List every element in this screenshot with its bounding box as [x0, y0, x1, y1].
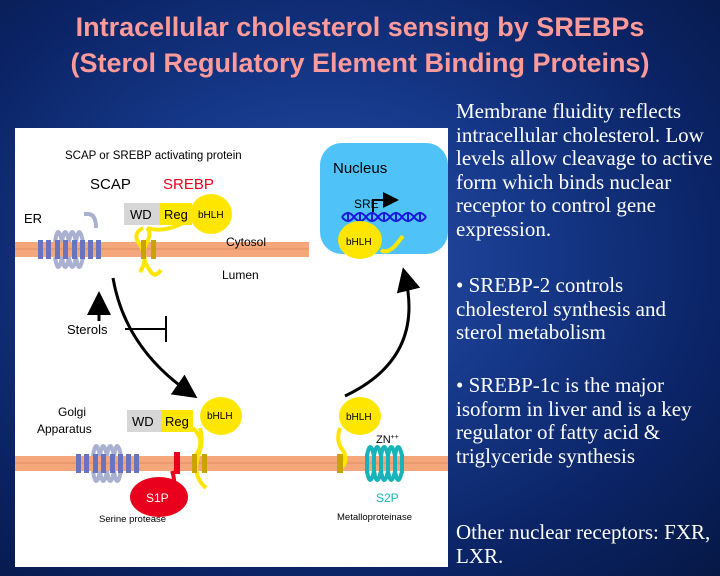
scap-transmembrane-er	[38, 240, 101, 259]
srebp-pathway-diagram: SCAP or SREBP activating protein SCAP SR…	[15, 143, 448, 525]
label-scap: SCAP	[90, 176, 131, 193]
srebp-transmembrane-er	[141, 240, 146, 259]
label-bhlh-er: bHLH	[198, 210, 224, 221]
label-zn: ZN++	[376, 434, 399, 446]
label-wd-er: WD	[130, 207, 152, 222]
scap-protein-golgi	[91, 444, 123, 483]
sre-dna-strands	[341, 212, 427, 222]
label-reg-golgi: Reg	[165, 414, 189, 429]
label-golgi-2: Apparatus	[37, 422, 92, 436]
label-serine-protease: Serine protease	[99, 514, 166, 525]
sidebar-paragraph-membrane: Membrane fluidity reflects intracellular…	[456, 99, 713, 241]
bhlh-domain-nucleus	[338, 221, 382, 259]
sidebar-paragraph-srebp1c: • SREBP-1c is the major isoform in liver…	[456, 373, 692, 468]
label-lumen: Lumen	[222, 268, 259, 282]
label-reg-er: Reg	[164, 207, 188, 222]
arrow-golgi-to-nucleus	[344, 267, 421, 398]
label-golgi-1: Golgi	[58, 405, 86, 419]
label-s1p: S1P	[146, 491, 169, 505]
label-s2p: S2P	[376, 491, 399, 505]
s1p-domain	[130, 477, 188, 517]
label-metalloproteinase: Metalloproteinase	[337, 512, 412, 523]
s2p-protein	[365, 445, 404, 482]
s2p-transmembrane	[365, 454, 404, 473]
sidebar-paragraph-other-receptors: Other nuclear receptors: FXR, LXR.	[456, 520, 711, 568]
sidebar-paragraph-srebp2: • SREBP-2 controls cholesterol synthesis…	[456, 273, 666, 344]
label-cytosol: Cytosol	[226, 235, 266, 249]
scap-protein-er	[53, 212, 98, 269]
label-bhlh-golgi-right: bHLH	[346, 412, 372, 423]
caption-scap-srebp: SCAP or SREBP activating protein	[65, 150, 242, 162]
label-nucleus: Nucleus	[333, 160, 387, 177]
page-title-line-2: (Sterol Regulatory Element Binding Prote…	[70, 48, 650, 78]
scap-transmembrane-golgi	[76, 454, 139, 473]
label-bhlh-nucleus: bHLH	[346, 237, 372, 248]
diagram-panel: SCAP or SREBP activating protein SCAP SR…	[15, 128, 448, 567]
label-er: ER	[24, 211, 42, 226]
arrow-er-to-golgi	[111, 277, 198, 399]
label-bhlh-golgi: bHLH	[207, 411, 233, 422]
page-title-line-1: Intracellular cholesterol sensing by SRE…	[75, 12, 645, 42]
label-srebp: SREBP	[163, 176, 214, 193]
bhlh-domain-golgi	[200, 397, 242, 435]
label-sterols: Sterols	[67, 322, 108, 337]
bhlh-domain-golgi-right	[339, 397, 381, 435]
bhlh-domain-er	[190, 194, 232, 234]
transcription-arrow-nucleus	[372, 192, 399, 212]
srebp-protein-golgi	[191, 426, 208, 490]
label-wd-golgi: WD	[132, 414, 154, 429]
label-sre: SRE	[354, 197, 379, 211]
